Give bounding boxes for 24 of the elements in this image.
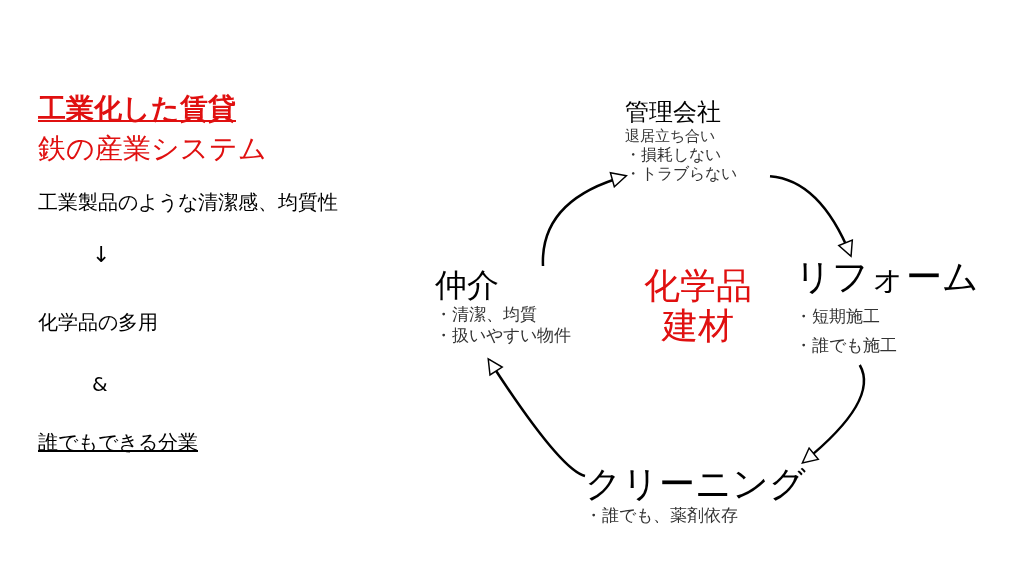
statement-text: 化学品の多用	[38, 310, 158, 334]
down-arrow-glyph: ↓	[92, 242, 111, 269]
node-heading: リフォーム	[795, 255, 980, 299]
node-heading: クリーニング	[585, 462, 807, 506]
curved-arrow	[801, 364, 866, 464]
ampersand-text: &	[92, 372, 108, 396]
curved-arrow	[769, 174, 853, 258]
center-heading: 化学品建材	[643, 266, 752, 346]
bullet-text: ・短期施工	[795, 306, 881, 327]
curved-arrow	[541, 172, 628, 266]
node-heading: 管理会社	[625, 98, 722, 127]
statement-text: 工業製品のような清潔感、均質性	[38, 190, 338, 214]
bullet-text: ・誰でも施工	[795, 334, 898, 355]
statement-text: 誰でもできる分業	[38, 430, 198, 454]
bullet-text: ・トラブらない	[625, 164, 738, 184]
bullet-text: ・清潔、均質	[435, 304, 538, 325]
bullet-text: ・扱いやすい物件	[435, 324, 572, 346]
title-text: 工業化した賃貸	[38, 92, 236, 126]
bullet-text: ・損耗しない	[625, 144, 722, 164]
node-heading: 仲介	[435, 266, 500, 305]
bullet-text: ・誰でも、薬剤依存	[585, 505, 739, 526]
subheading: 退居立ち合い	[625, 126, 716, 145]
subtitle-text: 鉄の産業システム	[38, 132, 267, 166]
curved-arrow	[487, 358, 586, 478]
